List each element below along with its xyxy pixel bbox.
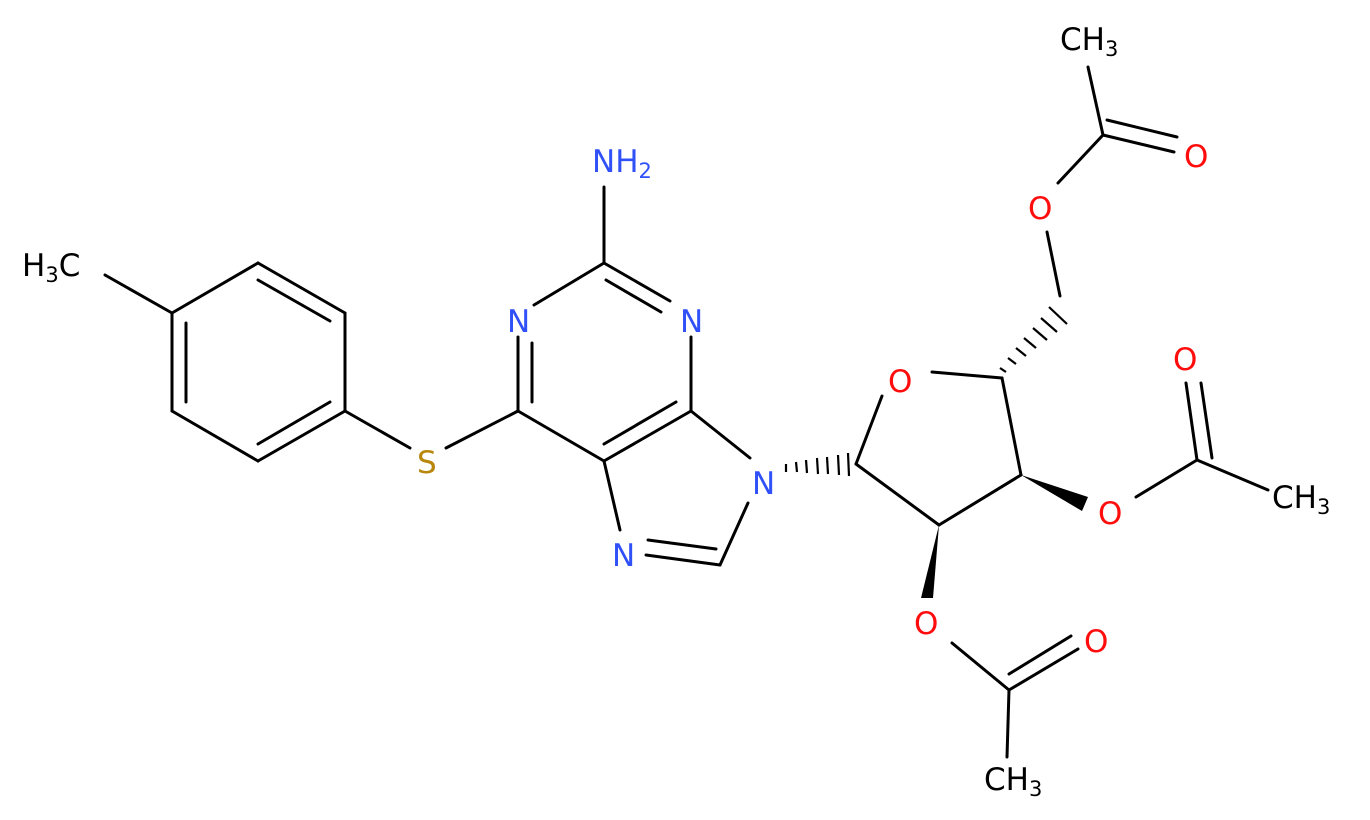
c4-c5-hashed-bond bbox=[999, 306, 1068, 373]
carbonyl-oxygen-3-label: O bbox=[1173, 342, 1197, 378]
sulfur-label: S bbox=[417, 445, 437, 481]
purine-bonds bbox=[516, 185, 752, 567]
nitrogen-n3-label: N bbox=[680, 304, 703, 340]
amine-label: NH2 bbox=[592, 144, 652, 183]
tolyl-ring bbox=[103, 261, 347, 463]
atom-labels: NH2 H3C S N N N N O O O CH3 O O CH3 O O … bbox=[22, 22, 1330, 801]
nitrogen-n1-label: N bbox=[507, 304, 530, 340]
nitrogen-n9-label: N bbox=[752, 466, 775, 502]
acetate-2-bonds bbox=[921, 525, 1080, 759]
ribose-ring bbox=[854, 370, 1023, 527]
thioether-bonds bbox=[343, 409, 520, 450]
methyl-5-label: CH3 bbox=[1060, 22, 1118, 61]
ester-oxygen-5-label: O bbox=[1028, 191, 1052, 227]
methyl-3-label: CH3 bbox=[1272, 480, 1330, 519]
methyl-2-label: CH3 bbox=[984, 762, 1042, 801]
carbonyl-oxygen-2-label: O bbox=[1084, 624, 1108, 660]
ring-oxygen-label: O bbox=[888, 364, 912, 400]
ester-oxygen-2-label: O bbox=[914, 606, 938, 642]
glycosidic-hashed-bond bbox=[784, 452, 851, 477]
acetate-3-bonds bbox=[1021, 381, 1270, 511]
acetate-5-bonds bbox=[1045, 65, 1179, 298]
nitrogen-n7-label: N bbox=[612, 538, 635, 574]
carbonyl-oxygen-5-label: O bbox=[1184, 139, 1208, 175]
ester-oxygen-3-label: O bbox=[1098, 496, 1122, 532]
tolyl-methyl-label: H3C bbox=[22, 248, 80, 287]
